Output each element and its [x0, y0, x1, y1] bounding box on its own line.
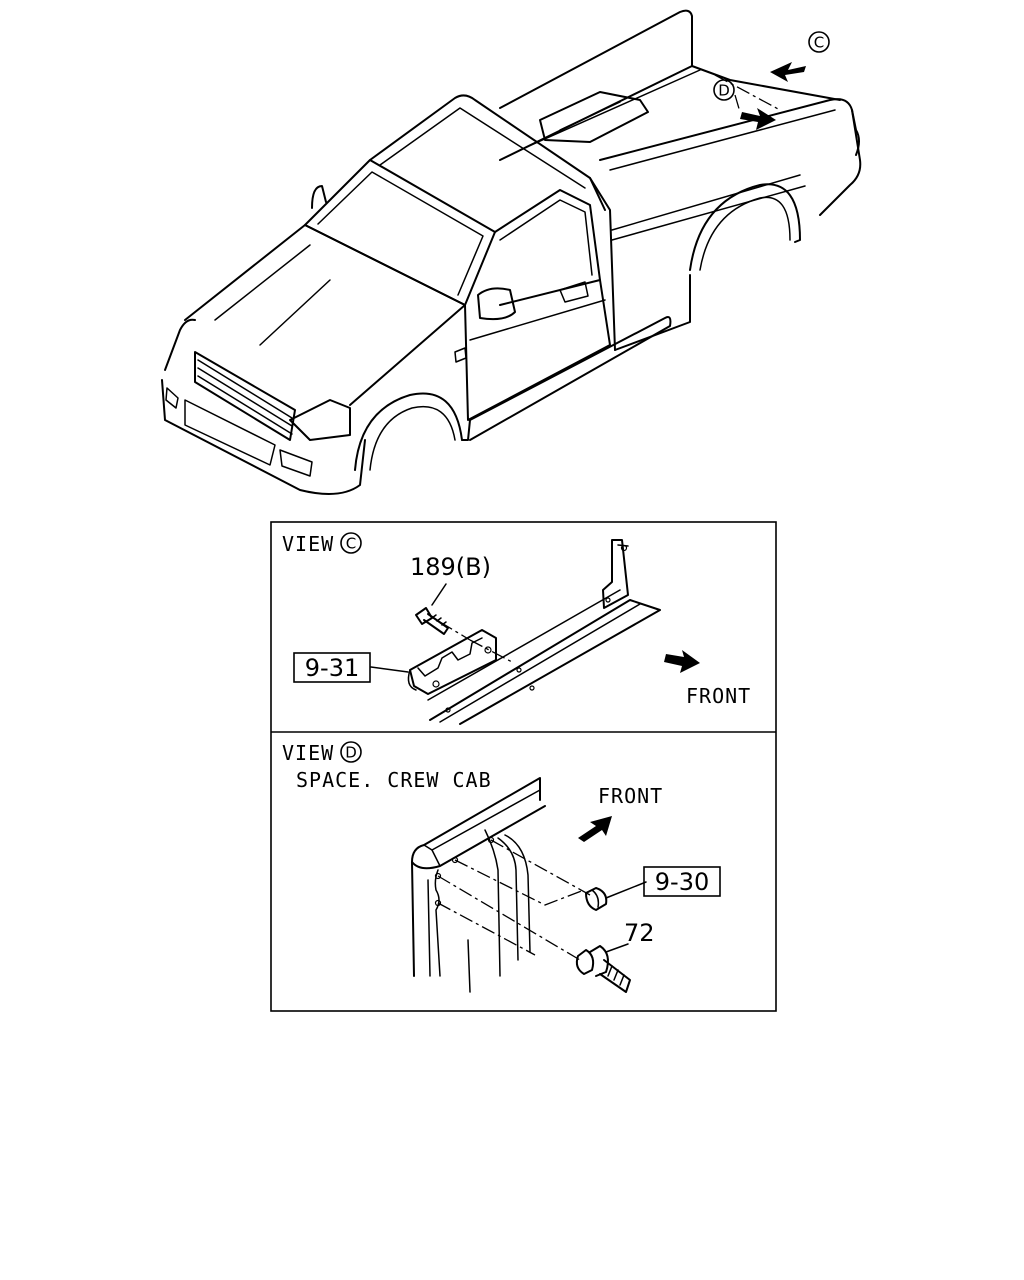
view-d-subtitle: SPACE. CREW CAB: [296, 768, 492, 792]
label-931-box: 9-31: [293, 652, 371, 683]
arrow-d-icon: [740, 108, 776, 130]
clip-931-part: [407, 629, 497, 695]
truck-illustration: [161, 9, 862, 495]
callout-d: D: [713, 79, 735, 101]
view-d-label: VIEW: [282, 741, 334, 765]
detail-frame: [270, 521, 777, 1012]
label-189b: 189(B): [410, 553, 491, 581]
svg-text:C: C: [814, 34, 824, 52]
view-c-label: VIEW: [282, 532, 334, 556]
view-d-letter: D: [340, 741, 362, 763]
front-arrow-d-icon: [578, 816, 612, 842]
view-d-front: FRONT: [598, 784, 663, 808]
front-arrow-c-icon: [664, 650, 700, 673]
stud-72-part: [575, 945, 631, 993]
bolt-189b-part: [415, 607, 449, 635]
view-c-panel: VIEW C 189(B): [282, 532, 751, 725]
view-d-panel: VIEW D SPACE. CREW CAB FRONT: [282, 741, 721, 993]
label-930: 9-30: [655, 868, 709, 896]
svg-text:D: D: [345, 744, 357, 762]
svg-text:C: C: [346, 535, 356, 553]
label-930-box: 9-30: [643, 866, 721, 897]
cap-930-part: [585, 887, 608, 911]
callout-c: C: [808, 31, 830, 53]
svg-text:D: D: [718, 82, 730, 100]
arrow-c-icon: [770, 62, 806, 82]
view-c-front: FRONT: [686, 684, 751, 708]
label-72: 72: [624, 919, 655, 947]
view-c-letter: C: [340, 532, 362, 554]
label-931: 9-31: [305, 654, 359, 682]
